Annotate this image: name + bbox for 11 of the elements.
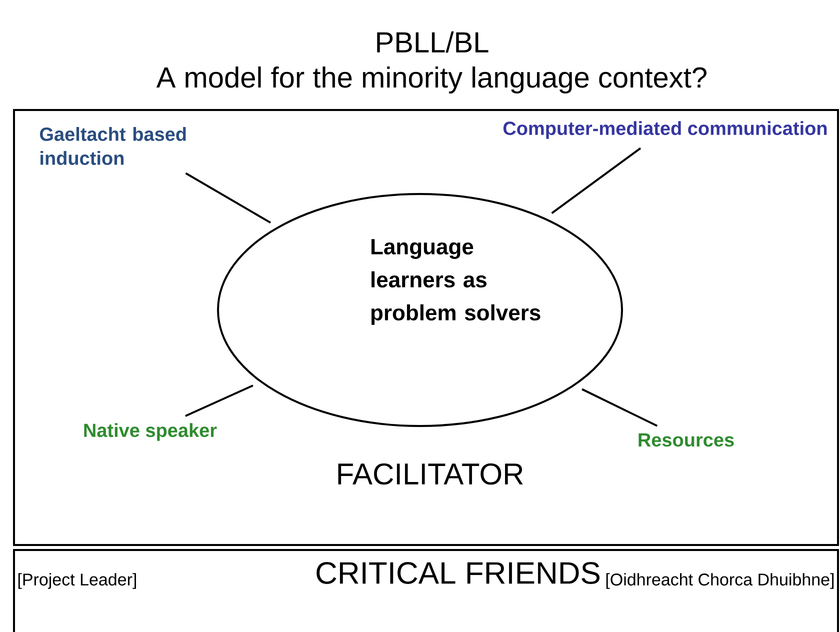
subtitle: A model for the minority language context? [156, 66, 706, 94]
spoke-line [185, 172, 272, 224]
topic-label: Computer-mediated communication [503, 121, 827, 139]
topic-label: Gaeltacht based induction [40, 127, 186, 165]
critical-friends-frame: [Project Leader] CRITICAL FRIENDS [Oidhreacht Chorca Dhuibhne] [13, 549, 839, 632]
topic-label: Resources [638, 433, 734, 447]
spoke-line [551, 147, 642, 214]
spoke-line [184, 384, 254, 417]
spoke-line [582, 388, 658, 427]
topic-label: Native speaker [84, 423, 217, 441]
title: PBLL/BL [377, 31, 488, 53]
